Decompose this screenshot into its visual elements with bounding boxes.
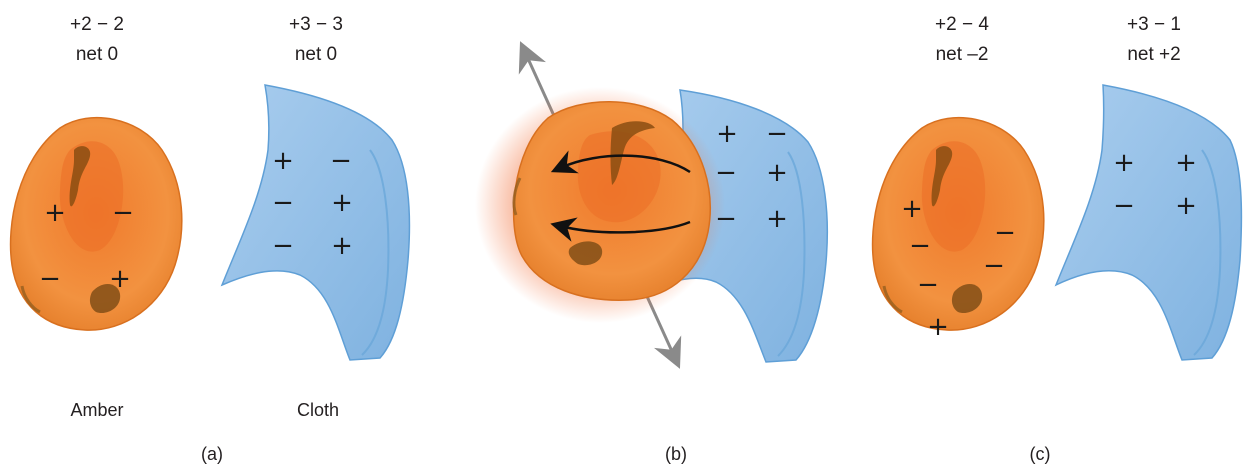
cloth-piece-c <box>1054 84 1243 361</box>
positive-charge-sign: + <box>331 188 353 218</box>
positive-charge-sign: + <box>1175 191 1197 221</box>
positive-charge-sign: + <box>272 146 294 176</box>
positive-charge-sign: + <box>766 158 788 188</box>
cloth-label: Cloth <box>297 400 339 420</box>
negative-charge-sign: − <box>766 119 788 149</box>
positive-charge-sign: + <box>1113 148 1135 178</box>
positive-charge-sign: + <box>44 198 66 228</box>
amber-net-charge-c: net –2 <box>936 44 989 65</box>
cloth-charge-count-a: +3 − 3 <box>289 14 343 35</box>
charge-signs: +−−++−−+−++−−+−++−−−−+++−+ <box>39 119 1197 342</box>
positive-charge-sign: + <box>927 312 949 342</box>
amber-stone-c <box>871 116 1045 331</box>
negative-charge-sign: − <box>715 158 737 188</box>
amber-charge-count-c: +2 − 4 <box>935 14 989 35</box>
positive-charge-sign: + <box>109 264 131 294</box>
caption-c: (c) <box>1030 444 1051 464</box>
negative-charge-sign: − <box>39 264 61 294</box>
cloth-net-charge-c: net +2 <box>1127 44 1180 65</box>
negative-charge-sign: − <box>994 218 1016 248</box>
positive-charge-sign: + <box>901 194 923 224</box>
positive-charge-sign: + <box>716 119 738 149</box>
negative-charge-sign: − <box>983 251 1005 281</box>
cloth-piece-a <box>220 84 411 361</box>
caption-b: (b) <box>665 444 687 464</box>
negative-charge-sign: − <box>917 270 939 300</box>
amber-net-charge-a: net 0 <box>76 44 118 65</box>
negative-charge-sign: − <box>330 146 352 176</box>
panel-a: +2 − 2 net 0 +3 − 3 net 0 Amber Cloth (a… <box>9 14 411 464</box>
amber-label: Amber <box>70 400 123 420</box>
negative-charge-sign: − <box>1113 191 1135 221</box>
cloth-charge-count-c: +3 − 1 <box>1127 14 1181 35</box>
negative-charge-sign: − <box>909 231 931 261</box>
negative-charge-sign: − <box>715 204 737 234</box>
rub-arrow-upper <box>550 150 691 174</box>
positive-charge-sign: + <box>1175 148 1197 178</box>
rub-arrow-lower <box>550 217 691 242</box>
panel-c: +2 − 4 net –2 +3 − 1 net +2 (c) <box>871 14 1243 464</box>
negative-charge-sign: − <box>272 188 294 218</box>
positive-charge-sign: + <box>331 231 353 261</box>
amber-stone-a <box>9 116 183 331</box>
amber-stone-b <box>512 101 711 301</box>
negative-charge-sign: − <box>272 231 294 261</box>
caption-a: (a) <box>201 444 223 464</box>
negative-charge-sign: − <box>112 198 134 228</box>
cloth-net-charge-a: net 0 <box>295 44 337 65</box>
amber-charge-count-a: +2 − 2 <box>70 14 124 35</box>
panel-b: (b) <box>475 41 829 464</box>
positive-charge-sign: + <box>766 204 788 234</box>
